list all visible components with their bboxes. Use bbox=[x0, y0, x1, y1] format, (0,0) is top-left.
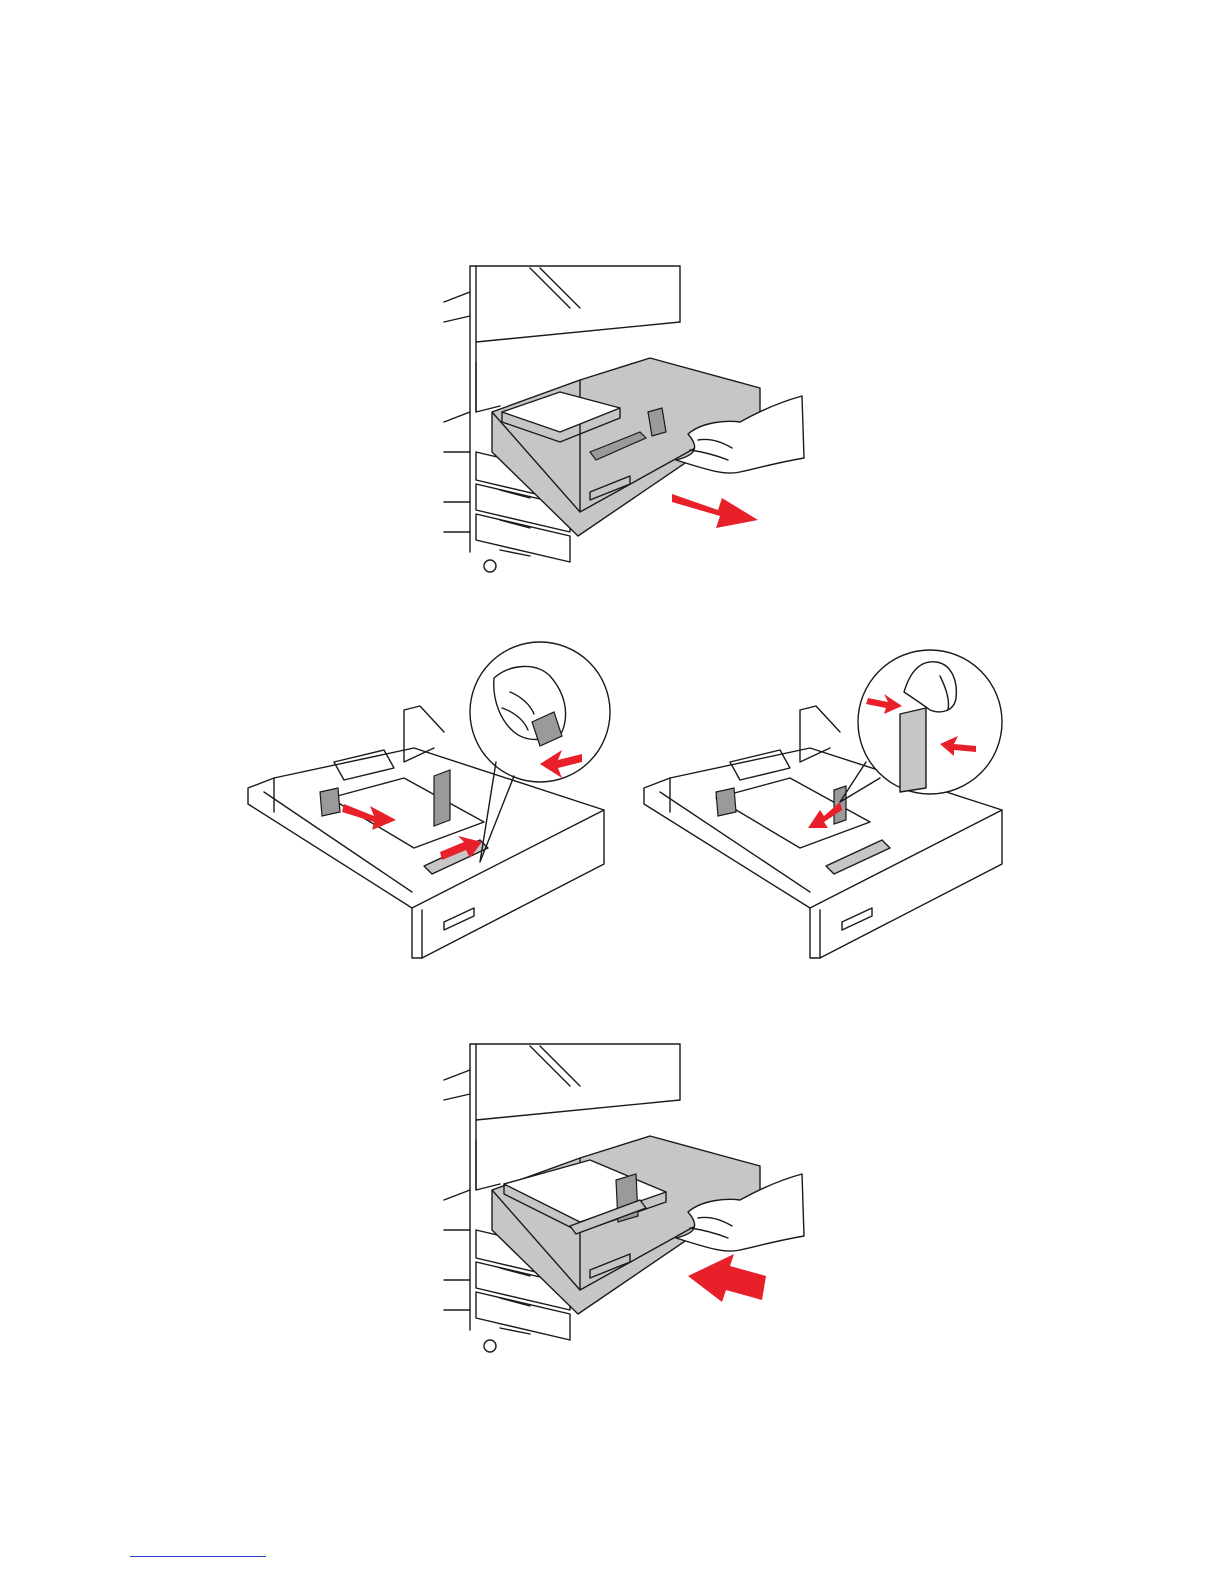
footer-rule bbox=[130, 1556, 266, 1557]
pull-out-arrow-icon bbox=[672, 494, 758, 528]
figure-pull-tray-out bbox=[440, 262, 810, 574]
figure-adjust-width-guide bbox=[640, 652, 1006, 962]
figure-adjust-length-guide bbox=[244, 652, 608, 962]
figure-push-tray-in bbox=[440, 1040, 810, 1352]
push-in-arrow-icon bbox=[688, 1254, 766, 1302]
